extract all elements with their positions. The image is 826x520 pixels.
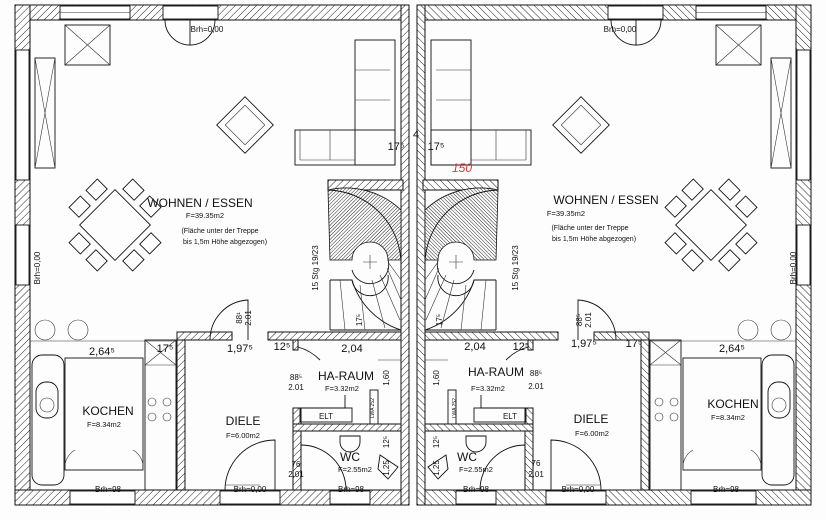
- stairs-label: 15 Stg 19/23: [511, 245, 520, 291]
- door-width: 88⁵: [530, 369, 542, 378]
- dimension: 2,04: [341, 343, 362, 355]
- brh-label: Brh=0,00: [191, 25, 224, 34]
- dimension: 17⁵: [388, 141, 405, 153]
- right-unit-geometry: [416, 4, 812, 506]
- room-name-kochen: KOCHEN: [707, 397, 758, 411]
- room-area-wohnen: F=39.35m2: [547, 209, 585, 218]
- door-height: 2.01: [288, 470, 304, 479]
- dimension: 1,25: [432, 460, 441, 476]
- brh-label: Brh=98: [463, 485, 490, 494]
- dimension: 2,64⁵: [719, 343, 745, 355]
- door-width: 88⁵: [290, 373, 302, 382]
- room-note: bis 1,5m Höhe abgezogen): [552, 236, 636, 243]
- room-note: (Fläche unter der Treppe: [181, 228, 258, 235]
- room-note: bis 1,5m Höhe abgezogen): [183, 239, 267, 246]
- door-width: 88¹: [235, 312, 244, 324]
- dimension: 17⁵: [157, 343, 174, 355]
- dimension: 12⁵: [432, 436, 441, 448]
- room-area-haraum: F=3.32m2: [325, 384, 359, 393]
- party-wall-gap: 4: [413, 129, 419, 141]
- brh-label: Brh=98: [338, 485, 365, 494]
- left-unit-geometry: [14, 4, 410, 506]
- room-name-diele: DIELE: [574, 412, 609, 426]
- room-name-wohnen: WOHNEN / ESSEN: [147, 196, 252, 210]
- room-name-wc: WC: [340, 450, 360, 464]
- center-labels: 4 150: [413, 129, 472, 175]
- dimension: 12⁵: [382, 436, 391, 448]
- dimension: 1,97⁵: [571, 338, 597, 350]
- dimension: 17⁵: [435, 314, 444, 326]
- room-area-wc: F=2.55m2: [338, 465, 372, 474]
- room-area-wohnen: F=39.35m2: [186, 211, 224, 220]
- dimension: 1,97⁵: [227, 343, 253, 355]
- brh-label: Brh=0,00: [789, 251, 798, 284]
- dimension: 17⁵: [626, 338, 643, 350]
- dimension: 2,64⁵: [89, 346, 115, 358]
- left-unit-labels: WOHNEN / ESSEN F=39.35m2 (Fläche unter d…: [33, 25, 404, 494]
- lwa-label: LWA 252: [370, 398, 376, 418]
- door-height: 2.01: [244, 310, 253, 326]
- dimension: 1,25: [382, 460, 391, 476]
- dimension: 12⁵: [513, 341, 530, 353]
- room-name-haraum: HA-RAUM: [468, 365, 524, 379]
- room-area-kochen: F=8.34m2: [711, 413, 745, 422]
- dimension: 17⁵: [428, 141, 445, 153]
- room-area-diele: F=6.00m2: [575, 429, 609, 438]
- brh-label: Brh=98: [95, 485, 122, 494]
- room-area-kochen: F=8.34m2: [87, 420, 121, 429]
- room-name-wohnen: WOHNEN / ESSEN: [553, 193, 658, 207]
- door-height: 2.01: [528, 382, 544, 391]
- door-width: 76: [532, 459, 541, 468]
- door-width: 76: [292, 460, 301, 469]
- room-name-haraum: HA-RAUM: [318, 369, 374, 383]
- brh-label: Brh=0,00: [234, 485, 267, 494]
- room-name-diele: DIELE: [226, 414, 261, 428]
- brh-label: Brh=0,00: [604, 25, 637, 34]
- brh-label: Brh=0,00: [33, 251, 42, 284]
- room-area-diele: F=6.00m2: [226, 431, 260, 440]
- stairs-label: 15 Stg 19/23: [311, 245, 320, 291]
- dimension: 1,60: [382, 370, 391, 386]
- brh-label: Brh=0,00: [562, 485, 595, 494]
- room-name-kochen: KOCHEN: [82, 404, 133, 418]
- dimension: 12⁵: [274, 341, 291, 353]
- door-width: 88⁵: [575, 314, 584, 326]
- door-height: 2.01: [528, 470, 544, 479]
- handwritten-note: 150: [452, 161, 472, 175]
- dimension: 2,04: [464, 341, 485, 353]
- right-unit-labels: WOHNEN / ESSEN F=39.35m2 (Fläche unter d…: [428, 25, 798, 494]
- elt-label: ELT: [319, 412, 333, 421]
- room-name-wc: WC: [457, 450, 477, 464]
- elt-label: ELT: [503, 412, 517, 421]
- brh-label: Brh=98: [713, 485, 740, 494]
- dimension: 17⁵: [355, 314, 364, 326]
- door-height: 2.01: [288, 383, 304, 392]
- room-area-haraum: F=3.32m2: [471, 384, 505, 393]
- room-area-wc: F=2.55m2: [459, 465, 493, 474]
- door-height: 2.01: [584, 312, 593, 328]
- lwa-label: LWA 252: [452, 398, 458, 418]
- room-note: (Fläche unter der Treppe: [551, 225, 628, 232]
- dimension: 1,60: [432, 370, 441, 386]
